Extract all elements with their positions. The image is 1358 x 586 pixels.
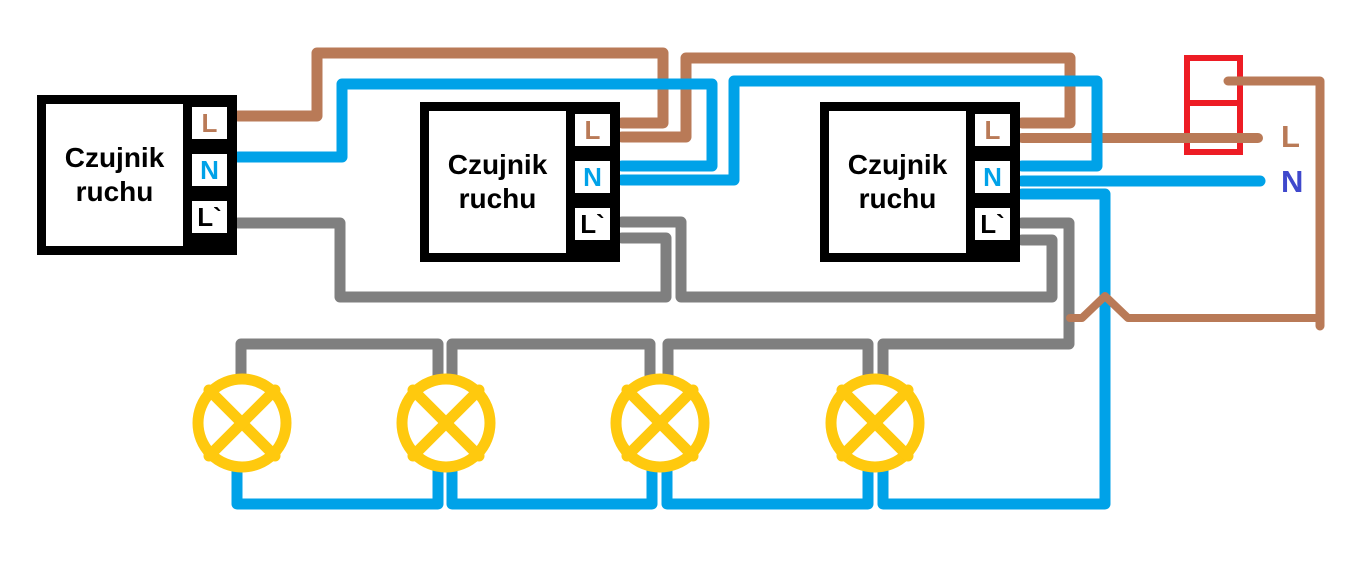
motion-sensor-1-label: Czujnik ruchu (46, 104, 183, 246)
supply-live-label: L (1281, 119, 1300, 154)
wire-neutral-sensor2-to-sensor3 (616, 75, 1103, 186)
sensor-label-line2: ruchu (75, 176, 154, 207)
sensor-label-line1: Czujnik (847, 149, 948, 180)
wire-live-sensor2-to-sensor3 (616, 52, 1076, 143)
sensor-label-line2: ruchu (858, 183, 937, 214)
motion-sensor-2: Czujnik ruchu L N L` (420, 102, 620, 262)
lamp-top-rail-2 (446, 338, 656, 384)
wire-switched-sensor2-to-sensor3 (616, 216, 1058, 303)
motion-sensor-2-label: Czujnik ruchu (429, 111, 566, 253)
sensor-3-terminal-N: N (971, 157, 1014, 197)
lamp-bottom-rail-2 (446, 462, 658, 510)
wire-neutral-sensor1-to-sensor2 (232, 78, 718, 172)
lamp-bottom-rail-3 (661, 462, 874, 510)
wire-neutral-sensor3-to-lamps (877, 188, 1111, 510)
lamp-2-cross (407, 384, 485, 462)
sensor-label-line1: Czujnik (447, 149, 548, 180)
lamp-1-cross (203, 384, 281, 462)
sensor-label-line1: Czujnik (64, 142, 165, 173)
sensor-2-terminal-N: N (571, 157, 614, 197)
wire-live-feed-hop-over-neutral (1066, 292, 1324, 322)
supply-neutral-label: N (1281, 164, 1304, 199)
wire-live-sensor1-to-sensor2 (232, 47, 669, 129)
motion-sensor-3-label: Czujnik ruchu (829, 111, 966, 253)
sensor-3-terminal-L: L (971, 110, 1014, 150)
sensor-2-terminal-L: L (571, 110, 614, 150)
sensor-1-terminal-L-switched: L` (188, 197, 231, 237)
lamp-bottom-rail-1 (231, 462, 444, 510)
wire-live-fuse-output-drop (1223, 76, 1325, 331)
lamp-4-cross (836, 384, 914, 462)
lamp-3-cross (621, 384, 699, 462)
wire-switched-sensor1-to-sensor2 (232, 217, 672, 303)
sensor-label-line2: ruchu (458, 183, 537, 214)
lamp-top-rail-3 (662, 338, 874, 384)
motion-sensor-3: Czujnik ruchu L N L` (820, 102, 1020, 262)
wire-switched-sensor3-to-lamps (877, 217, 1075, 384)
sensor-1-terminal-N: N (188, 150, 231, 190)
motion-sensor-1: Czujnik ruchu L N L` (37, 95, 237, 255)
sensor-3-terminal-L-switched: L` (971, 204, 1014, 244)
sensor-2-terminal-L-switched: L` (571, 204, 614, 244)
lamp-top-rail-1 (235, 338, 444, 384)
sensor-1-terminal-L: L (188, 103, 231, 143)
